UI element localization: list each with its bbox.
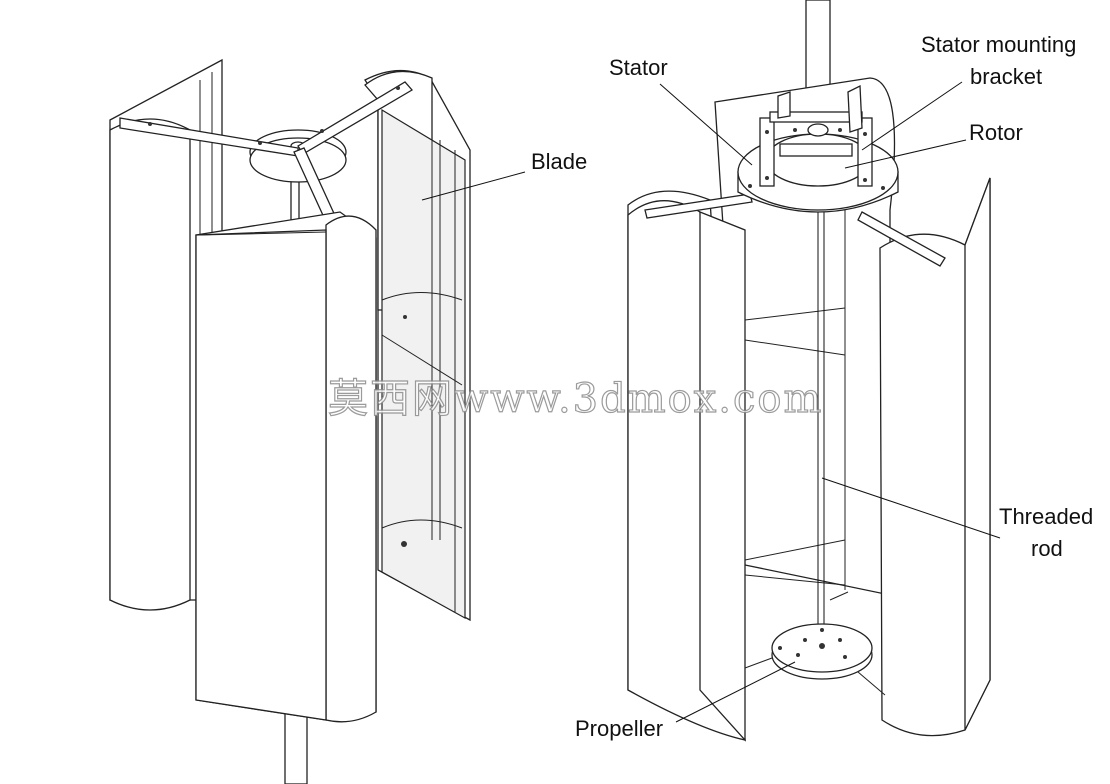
threaded-rod-leader [821,477,1001,539]
left-pole [284,711,308,784]
right-blade-right [879,177,991,737]
label-propeller: Propeller [575,716,664,741]
left-blade-back-left [109,58,223,611]
label-stator: Stator [609,55,668,80]
stator-leader [659,83,753,166]
left-turbine [109,58,471,784]
propeller-leader [675,661,796,723]
label-blade: Blade [531,149,588,174]
watermark: 莫西网www.3dmox.com [327,375,824,422]
propeller-hub [744,591,886,696]
right-turbine [627,0,991,742]
left-blade-front [195,211,377,723]
bracket-leader [861,81,963,151]
stator-rotor-assembly [737,84,899,213]
label-stator-mounting-bracket-line1: Stator mounting [921,32,1077,57]
label-threaded-rod-line2: rod [1031,536,1063,561]
blade-leader [421,171,526,201]
label-rotor: Rotor [969,120,1023,145]
right-blade-left [627,190,746,742]
left-blade-back-right [364,69,471,622]
label-stator-mounting-bracket-line2: bracket [970,64,1043,89]
rotor-leader [844,139,967,169]
label-threaded-rod-line1: Threaded [999,504,1094,529]
